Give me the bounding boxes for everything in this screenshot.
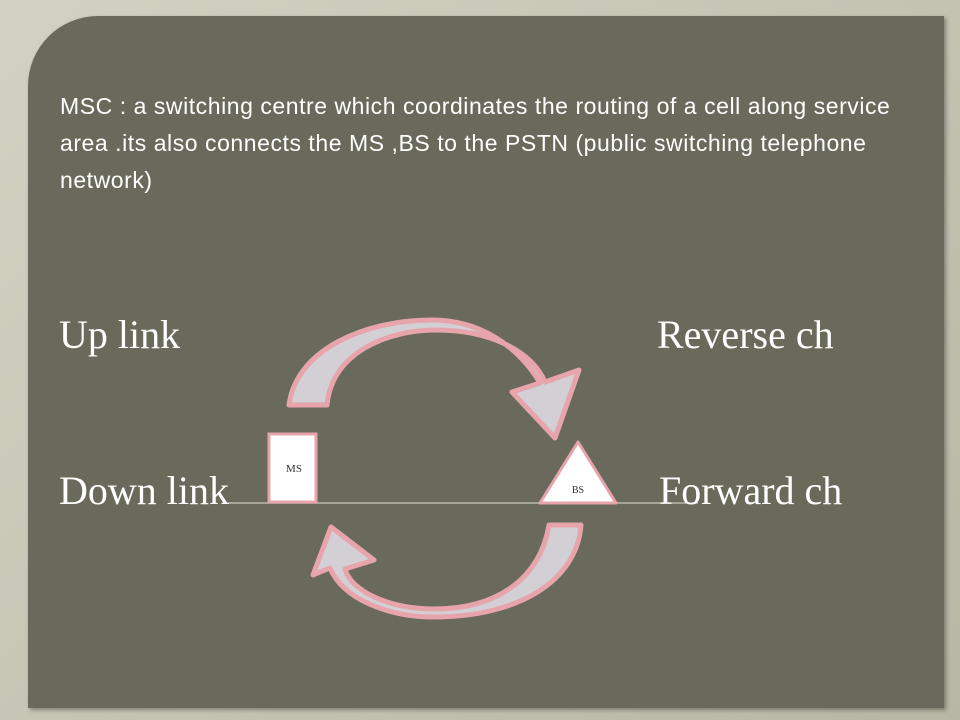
forward-ch-label: Forward ch: [659, 468, 843, 513]
slide-panel: [28, 16, 944, 708]
down-link-label: Down link: [59, 468, 229, 513]
reverse-ch-label: Reverse ch: [657, 312, 834, 357]
bs-node: BS: [538, 440, 618, 505]
ms-label: MS: [286, 463, 302, 475]
msc-description: MSC : a switching centre which coordinat…: [60, 93, 891, 193]
up-link-label: Up link: [59, 312, 181, 357]
uplink-arrow: [286, 317, 582, 441]
downlink-arrow: [310, 522, 584, 620]
ms-node: MS: [267, 432, 318, 504]
bs-label: BS: [572, 485, 584, 496]
